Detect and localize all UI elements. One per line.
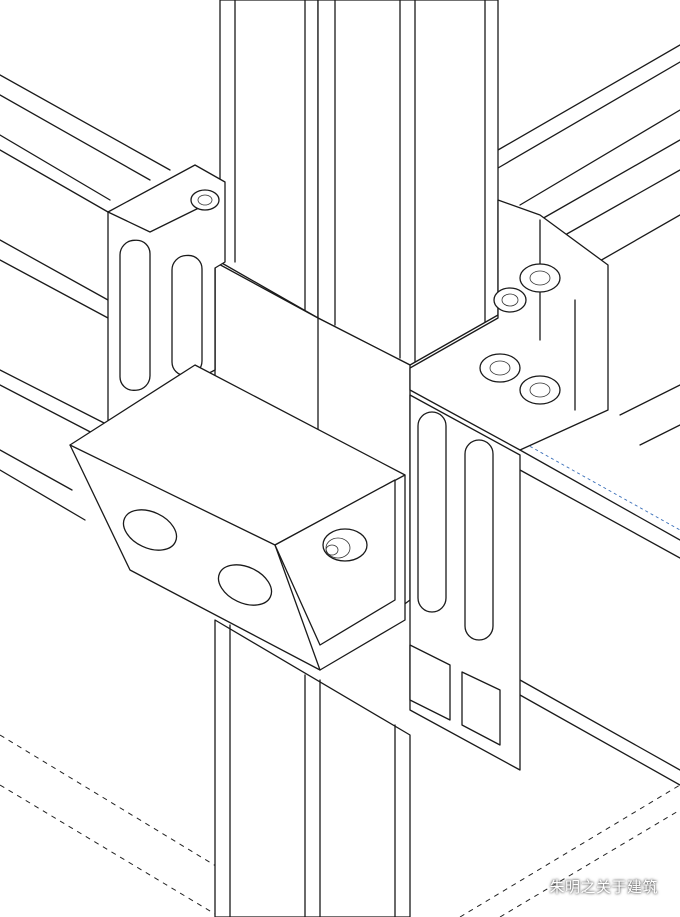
hex-bolt bbox=[493, 287, 527, 313]
watermark-text: 朱明之关于建筑 bbox=[549, 878, 658, 896]
hex-bolt bbox=[519, 375, 561, 405]
lower-vertical-post bbox=[214, 619, 411, 917]
left-lower-beam bbox=[0, 369, 109, 521]
right-upper-beam bbox=[497, 44, 680, 263]
upper-vertical-post bbox=[219, 0, 499, 366]
wechat-icon bbox=[521, 879, 543, 894]
angled-connector-block bbox=[69, 364, 406, 671]
inner-bolt bbox=[322, 528, 368, 562]
hex-bolt bbox=[479, 353, 521, 383]
right-lower-beam bbox=[419, 384, 680, 786]
watermark: 朱明之关于建筑 bbox=[521, 876, 658, 897]
right-front-bracket bbox=[409, 394, 521, 771]
left-upper-beam bbox=[0, 74, 171, 319]
hex-bolt bbox=[519, 263, 561, 293]
right-upper-bracket bbox=[409, 199, 609, 451]
left-bracket bbox=[107, 164, 226, 426]
